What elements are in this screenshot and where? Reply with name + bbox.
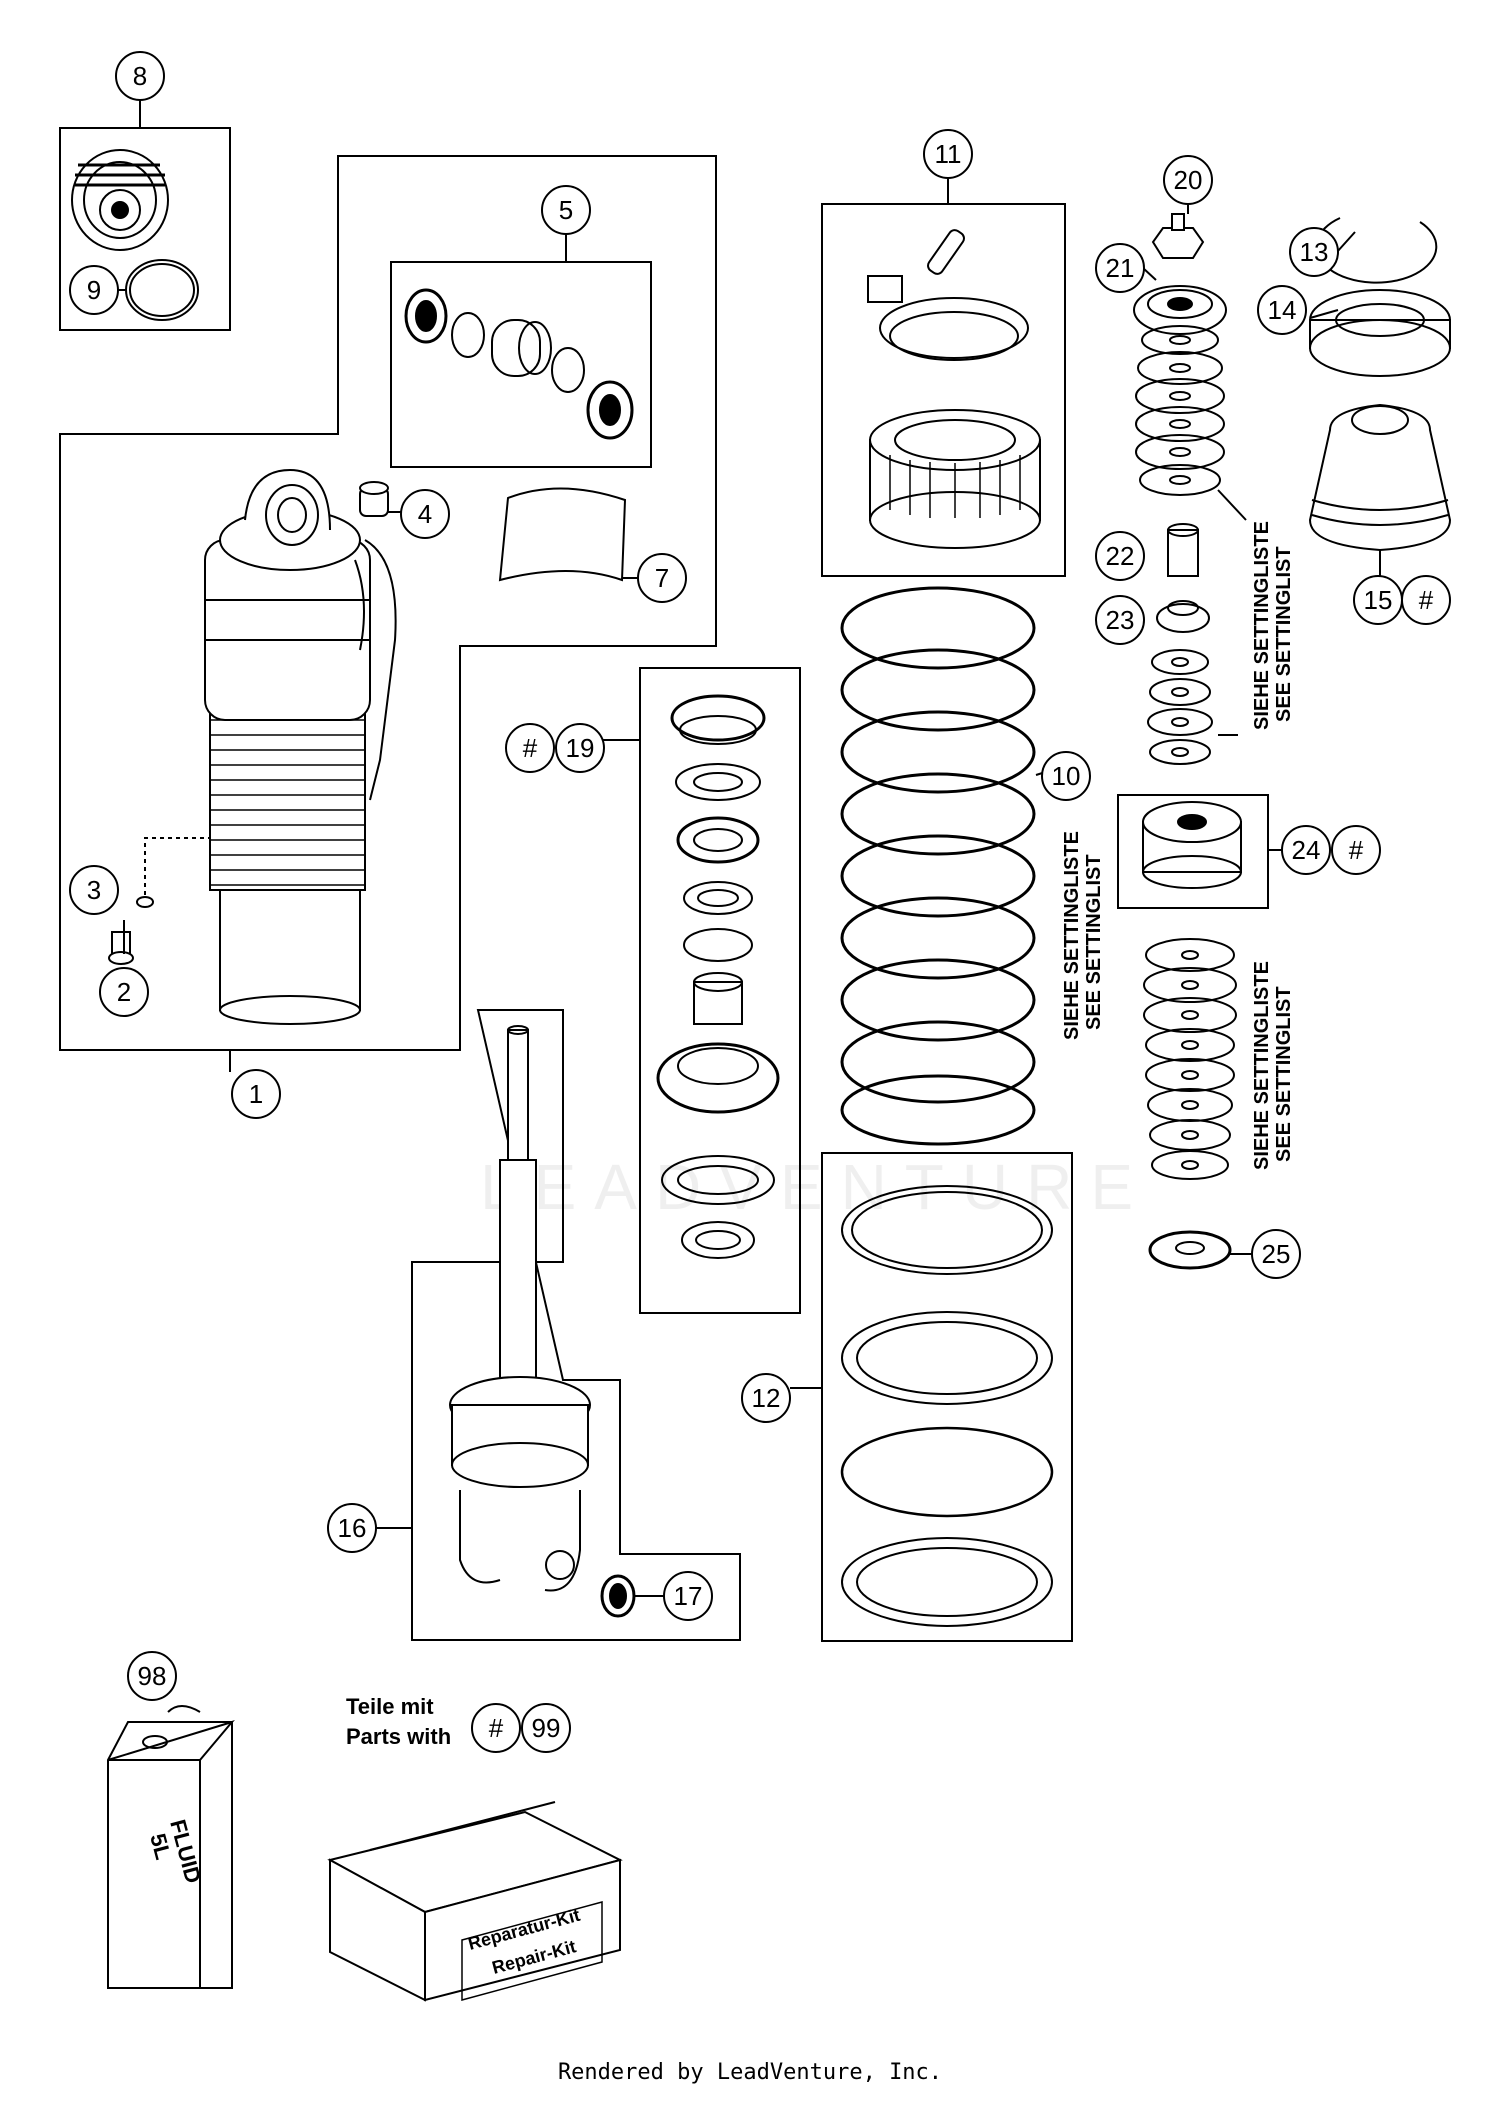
part-8-valve-assembly [71,149,169,251]
part-2-valve [108,931,134,965]
callout-15: 15 [1364,585,1393,615]
part-22-23-stack [1135,325,1225,765]
part-19-seal-stack [656,694,780,1259]
callout-99: 99 [532,1713,561,1743]
callout-circle-5 [541,185,591,235]
callout-19: 19 [566,733,595,763]
callout-circle-16 [327,1503,377,1553]
setting-note-spring-en: SEE SETTINGLIST [1083,854,1105,1030]
part-14-spring-seat [1309,289,1451,377]
callout-16: 16 [338,1513,367,1543]
setting-note-upper-de: SIEHE SETTINGLISTE [1251,521,1273,730]
callout-23: 23 [1106,605,1135,635]
parts-with-label-en: Parts with [346,1724,451,1749]
callout-1: 1 [249,1079,263,1109]
callout-22: 22 [1106,541,1135,571]
callout-8: 8 [133,61,147,91]
setting-note-lower-de: SIEHE SETTINGLISTE [1251,961,1273,1170]
box-24 [1117,794,1269,909]
part-5-seal-kit [404,288,634,440]
part-21-washer [1133,285,1227,335]
callout-3: 3 [87,875,101,905]
callout-5: 5 [559,195,573,225]
callout-hash-15 [1401,575,1451,625]
part-4-cap [359,481,389,517]
callout-circle-20 [1163,155,1213,205]
callout-circle-21 [1095,243,1145,293]
footer-credit: Rendered by LeadVenture, Inc. [557,2060,943,2085]
box-1 [59,155,717,1051]
callout-circle-99 [521,1703,571,1753]
callout-circle-10 [1041,751,1091,801]
part-7-heat-shield [498,487,627,582]
part-11-clamp-ring [867,229,1041,549]
callout-25: 25 [1262,1239,1291,1269]
callout-7: 7 [655,563,669,593]
callout-12: 12 [752,1383,781,1413]
callout-15-hash: # [1419,585,1434,615]
part-17-bushing [600,1574,636,1618]
box-5 [390,261,652,468]
callout-11: 11 [935,139,962,169]
callout-9: 9 [87,275,101,305]
callout-circle-98 [127,1651,177,1701]
callout-circle-19 [555,723,605,773]
callout-circle-11 [923,129,973,179]
part-16-piston-rod [449,1025,591,1592]
callout-24-hash: # [1349,835,1364,865]
box-16 [411,1009,741,1641]
part-20-nut [1151,213,1205,259]
callout-circle-4 [400,489,450,539]
part-99-repair-kit [327,1801,623,2002]
part-1-shock-body [204,468,397,1025]
box-12 [821,1152,1073,1642]
callout-hash-24 [1331,825,1381,875]
parts-with-label-de: Teile mit [346,1694,434,1719]
callout-circle-1 [231,1069,281,1119]
box-8-9 [59,127,231,331]
callout-4: 4 [418,499,432,529]
callout-19-hash: # [523,733,538,763]
callout-circle-24 [1281,825,1331,875]
callout-circle-14 [1257,285,1307,335]
callout-circle-9 [69,265,119,315]
box-19 [639,667,801,1314]
callout-99-hash: # [489,1713,504,1743]
setting-note-spring-de: SIEHE SETTINGLISTE [1061,831,1083,1040]
part-9-o-ring [125,259,199,321]
callout-circle-22 [1095,531,1145,581]
setting-note-upper-en: SEE SETTINGLIST [1273,546,1295,722]
callout-circle-25 [1251,1229,1301,1279]
callout-hash-99 [471,1703,521,1753]
callout-21: 21 [1106,253,1135,283]
callout-circle-17 [663,1571,713,1621]
callout-14: 14 [1268,295,1297,325]
callout-circle-8 [115,51,165,101]
part-3-washer [136,896,154,908]
part-98-fluid-can [107,1705,235,1989]
setting-note-lower-en: SEE SETTINGLIST [1273,986,1295,1162]
watermark: LEADVENTURE [480,1151,1151,1223]
callout-circle-12 [741,1373,791,1423]
callout-circle-2 [99,967,149,1017]
part-25-stack [1143,938,1237,1270]
part-24-piston [1142,801,1242,889]
callout-10: 10 [1052,761,1081,791]
callout-circle-23 [1095,595,1145,645]
callout-17: 17 [674,1581,703,1611]
part-15-bump-stop [1308,403,1452,552]
callout-circle-7 [637,553,687,603]
part-10-spring [840,586,1036,1146]
callout-13: 13 [1300,237,1329,267]
part-12-rings [840,1185,1054,1627]
callout-20: 20 [1174,165,1203,195]
callout-2: 2 [117,977,131,1007]
callout-circle-3 [69,865,119,915]
callout-98: 98 [138,1661,167,1691]
callout-hash-19 [505,723,555,773]
box-11 [821,203,1066,577]
callout-24: 24 [1292,835,1321,865]
callout-circle-13 [1289,227,1339,277]
